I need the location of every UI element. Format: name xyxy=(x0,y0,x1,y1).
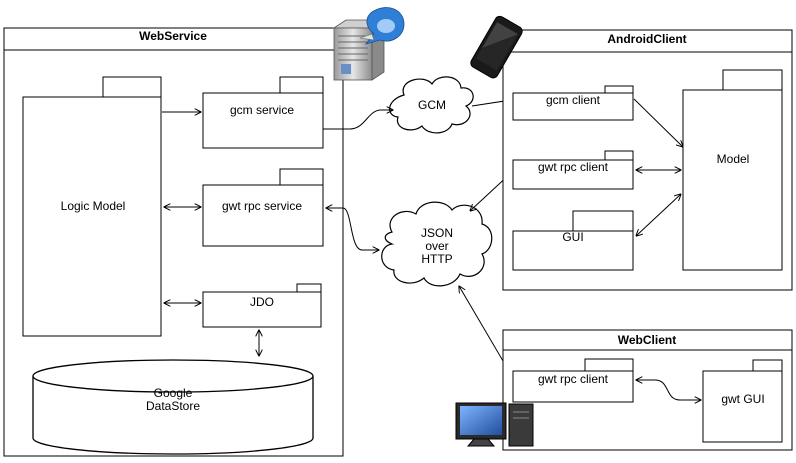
gwt-rpc-service-label: gwt rpc service xyxy=(222,199,302,213)
arrow-web-rpc-gui xyxy=(636,380,701,400)
android-gwt-rpc-client-package: gwt rpc client xyxy=(512,150,634,190)
logic-model-package: Logic Model xyxy=(22,76,162,337)
gcm-cloud-label: GCM xyxy=(418,98,446,112)
json-over-http-cloud: JSON over HTTP xyxy=(381,201,493,287)
json-cloud-label-line1: JSON xyxy=(421,226,453,240)
android-gcm-client-package: gcm client xyxy=(512,85,634,121)
android-model-package: Model xyxy=(682,69,783,271)
android-gui-package: GUI xyxy=(512,210,634,271)
gcm-service-label: gcm service xyxy=(230,103,294,117)
arrow-gwt-rpc-service-json xyxy=(326,208,379,250)
desktop-computer-icon xyxy=(455,402,534,447)
gwt-rpc-service-package: gwt rpc service xyxy=(202,168,324,247)
android-model-label: Model xyxy=(717,152,750,166)
webclient-title: WebClient xyxy=(618,333,676,347)
android-gui-label: GUI xyxy=(562,230,583,244)
server-icon xyxy=(332,7,405,81)
web-gwt-rpc-client-label: gwt rpc client xyxy=(538,372,609,386)
arrow-gcm-client-to-model xyxy=(633,98,683,147)
arrow-gcm-service-to-gcm xyxy=(323,110,393,130)
json-cloud-label-line2: over xyxy=(425,239,448,253)
arrow-gui-model xyxy=(636,194,681,236)
google-datastore-cylinder: Google DataStore xyxy=(32,359,314,455)
android-gcm-client-label: gcm client xyxy=(546,93,601,107)
web-gwt-rpc-client-package: gwt rpc client xyxy=(512,358,634,403)
smartphone-icon xyxy=(470,15,523,79)
datastore-label-line2: DataStore xyxy=(146,399,200,413)
logic-model-label: Logic Model xyxy=(61,199,126,213)
jdo-label: JDO xyxy=(250,295,274,309)
android-gwt-rpc-client-label: gwt rpc client xyxy=(538,160,609,174)
web-gwt-gui-package: gwt GUI xyxy=(702,359,783,443)
json-cloud-label-line3: HTTP xyxy=(421,252,452,266)
gcm-cloud: GCM xyxy=(389,76,474,134)
webservice-title: WebService xyxy=(139,29,207,43)
datastore-label-line1: Google xyxy=(154,386,193,400)
web-gwt-gui-label: gwt GUI xyxy=(721,392,764,406)
jdo-package: JDO xyxy=(202,283,322,328)
androidclient-title: AndroidClient xyxy=(607,32,686,46)
gcm-service-package: gcm service xyxy=(202,76,324,149)
